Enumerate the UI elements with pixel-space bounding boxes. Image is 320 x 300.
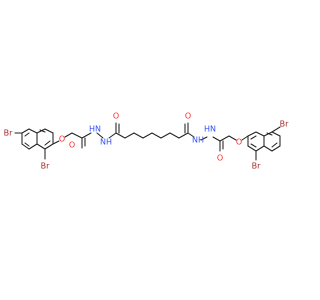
- bond: [187, 132, 195, 138]
- bond: [250, 135, 257, 140]
- bond: [28, 128, 38, 134]
- bond: [44, 143, 54, 150]
- oxygen-label: O: [217, 154, 223, 163]
- bond: [241, 135, 249, 141]
- bromine-label: Br: [280, 120, 289, 129]
- bond: [271, 126, 281, 133]
- bond: [255, 131, 265, 137]
- nitrogen-label: HN: [204, 125, 216, 134]
- chemical-structure-diagram: Br Br O O HN NH O O NH HN O O Br Br: [4, 112, 289, 171]
- nitrogen-label: HN: [89, 125, 101, 134]
- bond: [212, 136, 221, 142]
- bond: [142, 132, 153, 139]
- bond: [24, 142, 30, 147]
- atom-labels: Br Br O O HN NH O O NH HN O O Br Br: [4, 112, 289, 171]
- bond: [178, 132, 189, 139]
- bond: [247, 131, 257, 137]
- bond: [71, 132, 83, 139]
- bond: [263, 131, 273, 137]
- bromine-label: Br: [4, 129, 13, 138]
- oxygen-label: O: [59, 135, 65, 144]
- bond: [271, 142, 278, 148]
- bond: [271, 131, 281, 137]
- bond: [44, 140, 51, 146]
- bond: [28, 143, 38, 150]
- bond: [36, 128, 46, 134]
- bond: [133, 132, 144, 139]
- oxygen-label: O: [185, 112, 191, 121]
- bond: [44, 128, 54, 134]
- bond: [21, 128, 30, 134]
- bond: [271, 145, 281, 152]
- bond: [200, 136, 208, 141]
- bond: [96, 132, 104, 139]
- bond: [36, 143, 46, 150]
- bond: [169, 132, 180, 139]
- bond: [219, 135, 230, 142]
- bond-network: [14, 122, 281, 161]
- nitrogen-label: NH: [192, 136, 204, 145]
- bond: [115, 132, 126, 139]
- bond: [81, 132, 92, 139]
- bromine-label: Br: [252, 162, 261, 171]
- bond: [151, 132, 162, 139]
- bond: [24, 132, 30, 137]
- oxygen-label: O: [236, 138, 242, 147]
- bond: [228, 135, 237, 141]
- bond: [250, 143, 257, 148]
- oxygen-label: O: [113, 112, 119, 121]
- bond: [39, 129, 46, 133]
- bond: [160, 132, 171, 139]
- bond: [266, 132, 273, 136]
- bond: [263, 145, 273, 152]
- bond: [247, 145, 257, 152]
- oxygen-label: O: [69, 141, 75, 150]
- bond: [108, 132, 117, 139]
- bond: [124, 132, 135, 139]
- bond: [255, 145, 265, 152]
- bond: [64, 132, 73, 138]
- bromine-label: Br: [41, 162, 50, 171]
- nitrogen-label: NH: [100, 138, 112, 147]
- bond: [21, 143, 30, 150]
- bond: [52, 140, 60, 145]
